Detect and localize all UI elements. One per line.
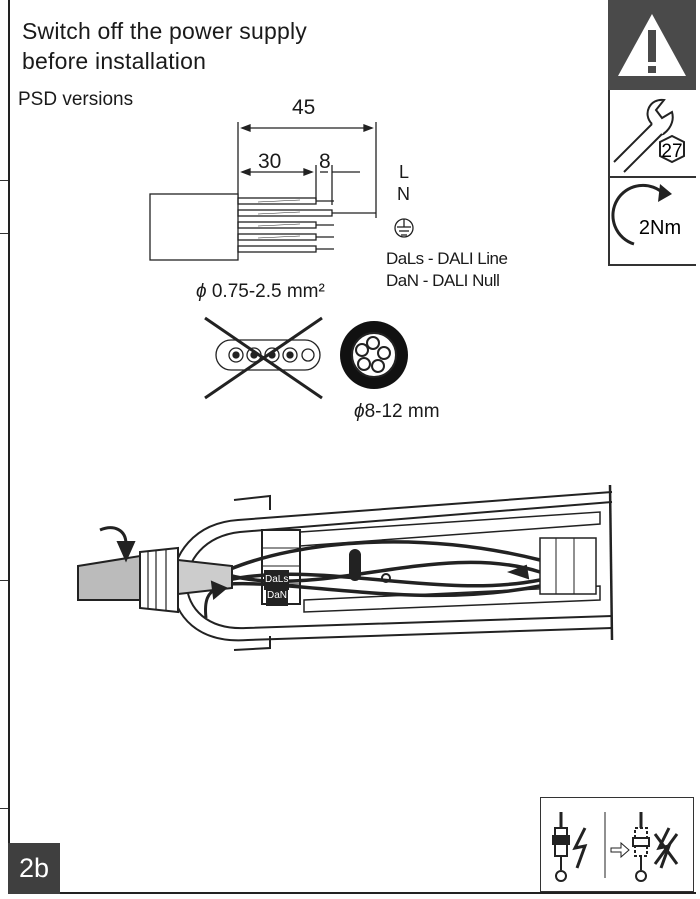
torque-value: 2Nm (639, 217, 681, 239)
page-frame (8, 0, 696, 894)
dim-total: 45 (292, 96, 316, 119)
instruction-line-2: before installation (22, 48, 207, 74)
diameter-symbol: ϕ (196, 281, 207, 302)
terminal-dan-label: DaN (266, 586, 289, 606)
terminal-dals-label: DaLs (264, 570, 290, 590)
margin-tick (0, 808, 8, 809)
cross-section-label: ϕ 0.75-2.5 mm² (196, 282, 325, 302)
dim-sheath: 30 (258, 150, 282, 173)
torque-panel: 2Nm (610, 178, 696, 266)
wire-dan-label: DaN - DALI Null (386, 271, 500, 290)
safety-instruction: Switch off the power supply before insta… (22, 16, 307, 76)
voltage-test-icon (552, 812, 679, 882)
margin-tick (0, 580, 8, 581)
version-label: PSD versions (18, 89, 134, 110)
cable-diameter-value: 8-12 mm (364, 401, 440, 422)
margin-tick (0, 233, 8, 234)
wire-dals-label: DaLs - DALI Line (386, 249, 508, 268)
margin-tick (0, 180, 8, 181)
wire-line-label: L (399, 162, 410, 182)
diameter-symbol: ϕ (354, 401, 365, 422)
warning-panel (608, 0, 696, 90)
torque-icon: 2Nm (611, 183, 681, 246)
wrench-size: 27 (661, 141, 682, 162)
voltage-test-panel (540, 797, 694, 892)
sidebar (608, 0, 696, 266)
warning-icon (618, 14, 686, 76)
cross-section-value: 0.75-2.5 mm² (211, 281, 325, 302)
dim-strip: 8 (319, 150, 331, 173)
cable-diameter-label: ϕ8-12 mm (354, 402, 440, 422)
wire-neutral-label: N (397, 184, 410, 204)
tool-panel: 27 (610, 90, 696, 178)
instruction-line-1: Switch off the power supply (22, 18, 307, 44)
step-label: 2b (8, 843, 60, 894)
wrench-icon: 27 (613, 98, 685, 173)
